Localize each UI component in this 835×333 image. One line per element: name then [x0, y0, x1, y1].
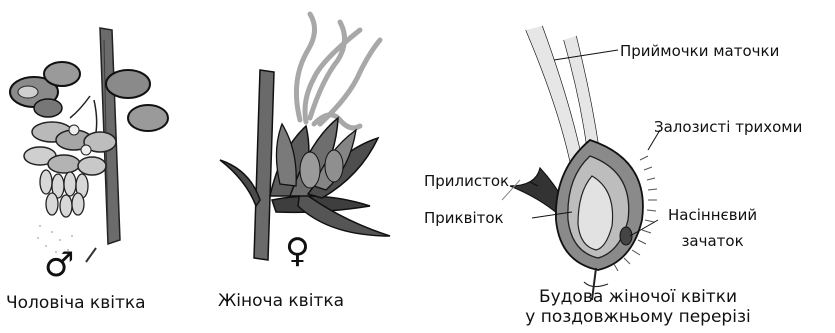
male-flower-illustration	[0, 0, 200, 330]
female-symbol: ♀	[285, 234, 310, 268]
label-ovule-line2: зачаток	[668, 232, 757, 250]
label-stigmas: Приймочки маточки	[620, 42, 779, 60]
section-caption-line2: у поздовжньому перерізі	[488, 307, 788, 327]
label-bract: Приквіток	[424, 209, 504, 227]
label-trichomes: Залозисті трихоми	[654, 118, 802, 136]
label-ovule-line1: Насіннєвий	[668, 206, 757, 224]
label-stipule: Прилисток	[424, 172, 509, 190]
male-flower-caption: Чоловіча квітка	[6, 293, 146, 313]
male-symbol: ♂	[44, 248, 74, 282]
female-flower-illustration	[210, 0, 410, 330]
label-ovule: Насіннєвий зачаток	[668, 206, 757, 250]
female-flower-caption: Жіноча квітка	[218, 291, 344, 311]
leader-stigmas	[554, 50, 618, 60]
section-caption: Будова жіночої квітки у поздовжньому пер…	[488, 287, 788, 327]
section-caption-line1: Будова жіночої квітки	[488, 287, 788, 307]
